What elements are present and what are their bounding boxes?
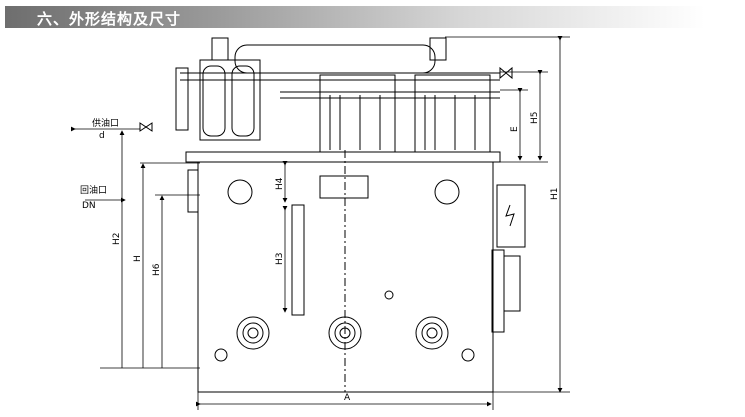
dim-h3: H3 [275, 253, 285, 266]
dim-h4: H4 [275, 177, 285, 190]
dim-h2: H2 [112, 233, 122, 246]
supply-port-label: 供油口 [92, 117, 119, 129]
dim-h1: H1 [550, 188, 560, 201]
filter-assembly [199, 59, 261, 141]
supply-valve [139, 122, 153, 132]
dim-h5: H5 [530, 112, 540, 125]
pump-motor-left [319, 74, 396, 153]
return-port-size: DN [82, 201, 96, 211]
port-flanges [214, 290, 475, 362]
electrical-box [496, 184, 526, 248]
return-port-label: 回油口 [80, 184, 107, 196]
dim-a: A [344, 393, 351, 403]
section-header: 六、外形结构及尺寸 [5, 6, 705, 28]
section-title: 六、外形结构及尺寸 [37, 10, 182, 28]
top-plate [185, 151, 501, 163]
supply-port-size: d [99, 131, 105, 141]
pump-motor-right [414, 74, 491, 153]
dim-e: E [510, 126, 520, 132]
dim-h: H [133, 255, 143, 262]
level-gauge [291, 204, 305, 316]
tank-body [197, 161, 494, 393]
cooler [234, 44, 436, 74]
dim-h6: H6 [152, 263, 162, 276]
